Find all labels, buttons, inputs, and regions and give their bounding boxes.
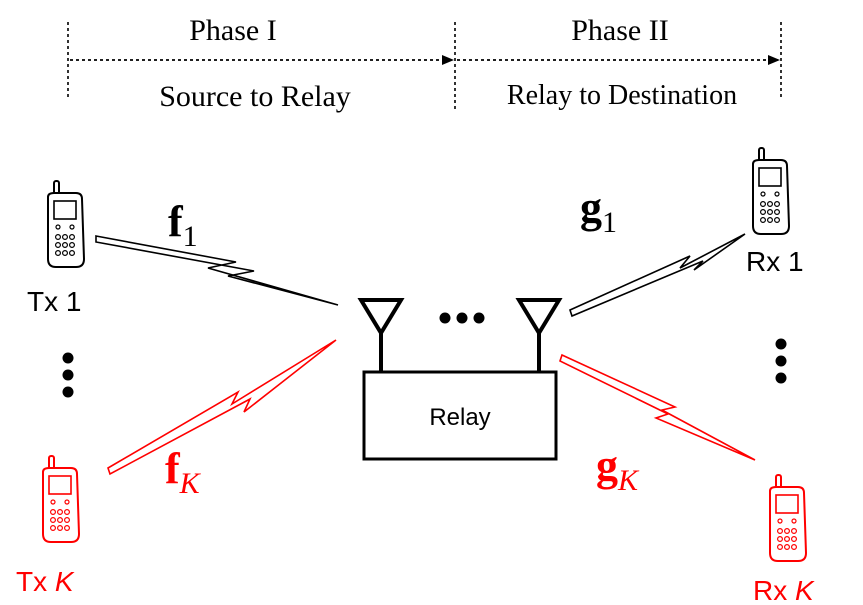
rx-ellipsis-icon bbox=[775, 338, 787, 384]
channel-gk-symbol: g bbox=[596, 441, 618, 490]
rxk-node: Rx K bbox=[753, 474, 815, 605]
rxk-mobile-phone-icon bbox=[769, 474, 807, 562]
rx1-mobile-phone-icon bbox=[752, 147, 790, 235]
rx1-label: Rx 1 bbox=[746, 246, 804, 277]
txk-label: Tx K bbox=[16, 566, 75, 597]
channel-g1-subscript: 1 bbox=[602, 206, 617, 239]
left-antenna-icon bbox=[357, 298, 405, 337]
phase1-subtitle: Source to Relay bbox=[159, 80, 351, 113]
channel-fk-subscript: K bbox=[179, 467, 202, 500]
tx1-label: Tx 1 bbox=[27, 286, 81, 317]
link-g1-lightning-icon bbox=[569, 233, 746, 318]
tx-ellipsis-icon bbox=[62, 352, 74, 398]
link-gk-lightning-icon bbox=[559, 353, 756, 461]
right-antenna-icon bbox=[515, 298, 563, 337]
channel-gk-label: gK bbox=[596, 441, 640, 497]
txk-node: Tx K bbox=[16, 455, 80, 597]
phase2-title: Phase II bbox=[571, 14, 668, 47]
phase1-title: Phase I bbox=[189, 14, 276, 47]
tx1-mobile-phone-icon bbox=[47, 180, 85, 268]
txk-mobile-phone-icon bbox=[42, 455, 80, 543]
channel-f1-label: f1 bbox=[168, 197, 198, 253]
rx1-node: Rx 1 bbox=[746, 147, 804, 277]
relay-node: Relay bbox=[357, 298, 563, 461]
channel-f1-subscript: 1 bbox=[183, 220, 198, 253]
phase-header: Phase I Source to Relay Phase II Relay t… bbox=[67, 14, 782, 113]
channel-g1-label: g1 bbox=[580, 183, 617, 239]
channel-f1-symbol: f bbox=[168, 197, 184, 246]
rxk-label-variable: K bbox=[795, 575, 815, 605]
channel-fk-symbol: f bbox=[165, 444, 181, 493]
relay-box bbox=[362, 370, 558, 461]
txk-label-variable: K bbox=[55, 566, 75, 597]
link-f1-lightning-icon bbox=[95, 235, 339, 306]
rxk-label-prefix: Rx bbox=[753, 575, 795, 605]
channel-g1-symbol: g bbox=[580, 183, 602, 232]
link-fk-lightning-icon bbox=[107, 339, 337, 476]
channel-gk-subscript: K bbox=[617, 464, 640, 497]
rxk-label: Rx K bbox=[753, 575, 815, 605]
phase2-subtitle: Relay to Destination bbox=[507, 80, 737, 111]
txk-label-prefix: Tx bbox=[16, 566, 55, 597]
antenna-ellipsis-icon bbox=[439, 312, 485, 324]
tx1-node: Tx 1 bbox=[27, 180, 85, 317]
relay-label: Relay bbox=[429, 404, 490, 431]
channel-fk-label: fK bbox=[165, 444, 202, 500]
